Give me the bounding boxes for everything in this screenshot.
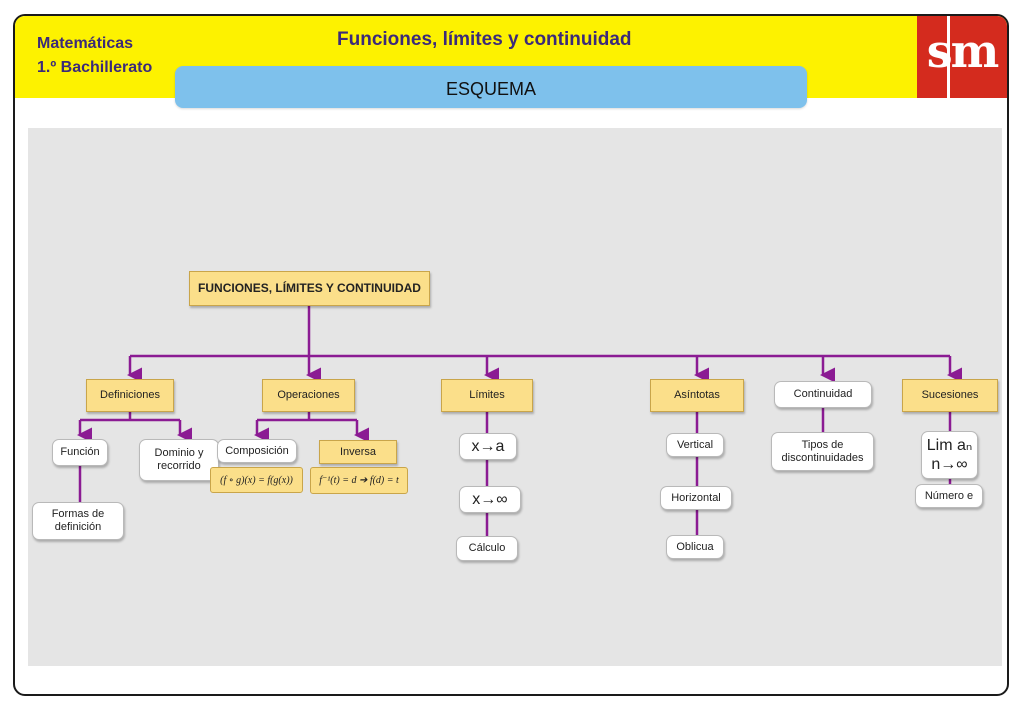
- dominio-line2: recorrido: [157, 460, 201, 472]
- course-level: 1.º Bachillerato: [37, 59, 153, 76]
- node-formas-definicion: Formas de definición: [32, 502, 124, 540]
- dominio-line1: Dominio y: [154, 447, 204, 459]
- logo-text: sm: [926, 24, 1000, 78]
- logo-stroke: [947, 16, 950, 98]
- node-vertical: Vertical: [666, 433, 724, 457]
- node-oblicua: Oblicua: [666, 535, 724, 559]
- root-node: FUNCIONES, LÍMITES Y CONTINUIDAD: [189, 271, 430, 306]
- composicion-formula: (f ∘ g)(x) = f(g(x)): [210, 467, 303, 493]
- node-sucesiones: Sucesiones: [902, 379, 998, 412]
- node-funcion: Función: [52, 439, 108, 466]
- section-title: ESQUEMA: [175, 66, 807, 108]
- tipos-line1: Tipos de: [801, 438, 844, 451]
- inversa-formula: f⁻¹(t) = d ➔ f(d) = t: [310, 467, 408, 494]
- node-horizontal: Horizontal: [660, 486, 732, 510]
- node-inversa: Inversa: [319, 440, 397, 464]
- node-continuidad: Continuidad: [774, 381, 872, 408]
- concept-map-canvas: FUNCIONES, LÍMITES Y CONTINUIDAD Definic…: [28, 128, 1002, 666]
- node-asintotas: Asíntotas: [650, 379, 744, 412]
- lim-line1: Lim aₙ: [926, 437, 973, 454]
- node-tipos-discontinuidades: Tipos de discontinuidades: [771, 432, 874, 471]
- page-title: Funciones, límites y continuidad: [337, 29, 632, 50]
- node-definiciones: Definiciones: [86, 379, 174, 412]
- node-operaciones: Operaciones: [262, 379, 355, 412]
- lim-line2: n→∞: [931, 456, 968, 473]
- formas-line2: definición: [54, 521, 102, 533]
- node-composicion: Composición: [217, 439, 297, 463]
- formas-line1: Formas de: [51, 508, 105, 520]
- sm-logo: sm: [917, 16, 1007, 98]
- tipos-line2: discontinuidades: [781, 451, 864, 464]
- node-numero-e: Número e: [915, 484, 983, 508]
- node-x-to-infinity: x→∞: [459, 486, 521, 513]
- subject-name: Matemáticas: [37, 35, 134, 52]
- node-limites: Límites: [441, 379, 533, 412]
- subject-label: Matemáticas 1.º Bachillerato: [37, 32, 152, 80]
- node-limit-sequence: Lim aₙ n→∞: [921, 431, 978, 479]
- slide-frame: Matemáticas 1.º Bachillerato Funciones, …: [13, 14, 1009, 696]
- node-calculo: Cálculo: [456, 536, 518, 561]
- node-dominio-recorrido: Dominio y recorrido: [139, 439, 219, 481]
- connector-lines: [77, 306, 962, 536]
- node-x-to-a: x→a: [459, 433, 517, 460]
